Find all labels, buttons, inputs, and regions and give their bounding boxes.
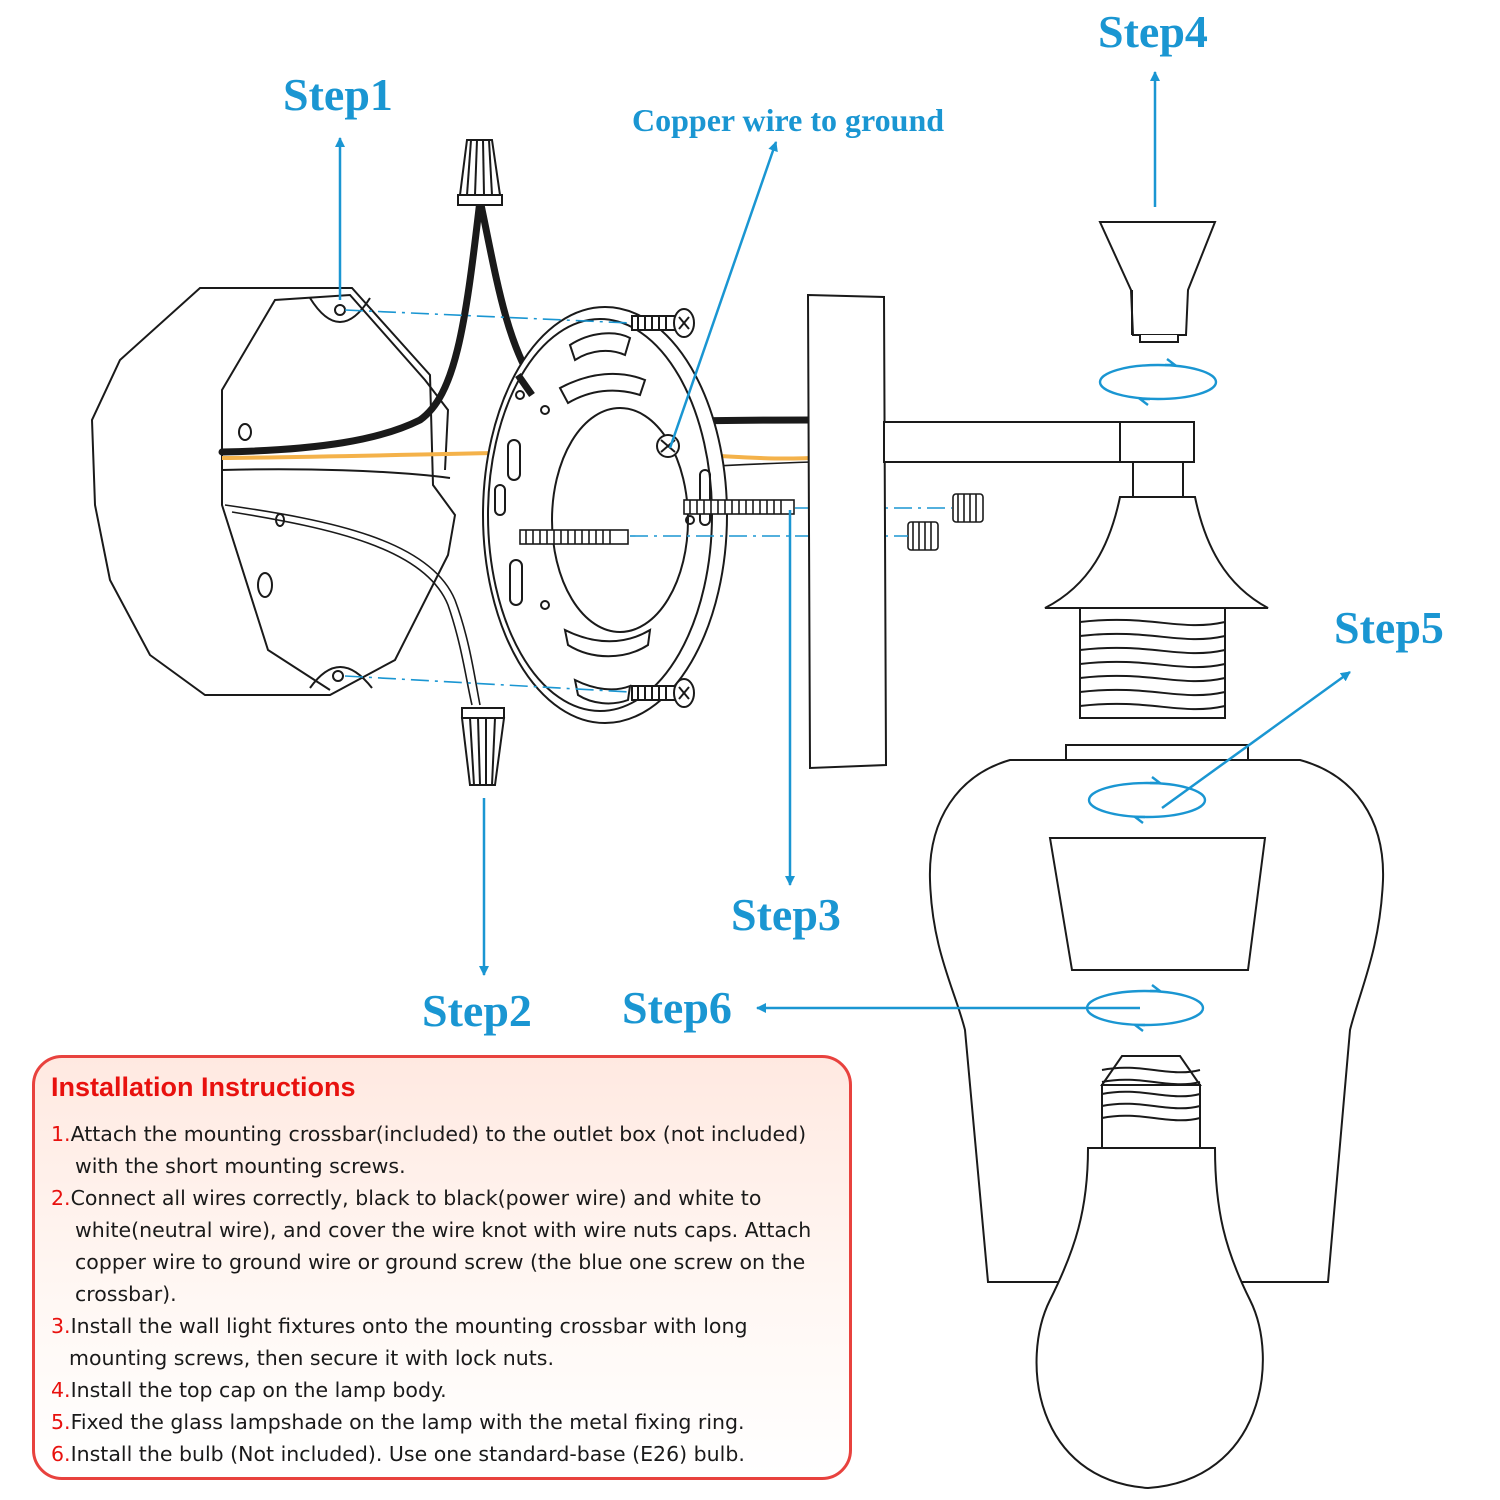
long-screw-lower (519, 529, 629, 545)
instruction-item: 4.Install the top cap on the lamp body. (51, 1374, 851, 1406)
lamp-arm (883, 421, 1195, 498)
long-screw-upper (683, 499, 795, 515)
instruction-number: 3. (51, 1314, 71, 1338)
lock-nut-upper (952, 493, 984, 523)
mounting-crossbar (482, 306, 728, 724)
rotate-indicator-mid (1087, 776, 1207, 824)
instruction-text: crossbar). (75, 1282, 177, 1306)
light-bulb (1035, 1055, 1264, 1490)
instruction-item: 2.Connect all wires correctly, black to … (51, 1182, 851, 1310)
instruction-number: 1. (51, 1122, 71, 1146)
lock-nut-lower (907, 521, 939, 551)
step-arrows (335, 71, 1351, 1013)
step2-label: Step2 (422, 985, 532, 1036)
instruction-text: copper wire to ground wire or ground scr… (75, 1250, 806, 1274)
instruction-item: 1.Attach the mounting crossbar(included)… (51, 1118, 851, 1182)
step6-label: Step6 (622, 982, 732, 1033)
instructions-list: 1.Attach the mounting crossbar(included)… (51, 1118, 851, 1470)
short-screw-top (631, 308, 695, 338)
copper-wire-label: Copper wire to ground (632, 102, 945, 138)
outlet-box (90, 287, 457, 696)
step1-label: Step1 (283, 69, 393, 120)
step5-arrow (1161, 670, 1351, 810)
panel-title: Installation Instructions (51, 1072, 356, 1102)
instruction-number: 6. (51, 1442, 71, 1466)
instruction-text: with the short mounting screws. (75, 1154, 406, 1178)
step4-label: Step4 (1098, 6, 1208, 57)
instruction-item: 5.Fixed the glass lampshade on the lamp … (51, 1406, 851, 1438)
short-screw-bottom (631, 678, 695, 708)
step5-label: Step5 (1334, 602, 1444, 653)
instruction-text: Install the top cap on the lamp body. (70, 1378, 447, 1402)
step3-label: Step3 (731, 889, 841, 940)
rotate-indicator-top (1098, 358, 1218, 406)
wire-nut-bottom (460, 707, 506, 786)
instruction-number: 5. (51, 1410, 71, 1434)
wall-plate (806, 293, 888, 770)
glass-shade (928, 744, 1385, 1283)
instruction-text: Install the wall light fixtures onto the… (70, 1314, 748, 1338)
lamp-socket (1044, 496, 1269, 719)
instructions-panel: Installation Instructions 1.Attach the m… (32, 1055, 852, 1480)
ground-screw (656, 434, 680, 458)
instruction-item: 6.Install the bulb (Not included). Use o… (51, 1438, 851, 1470)
instruction-text: Connect all wires correctly, black to bl… (70, 1186, 762, 1210)
instruction-text: Install the bulb (Not included). Use one… (70, 1442, 745, 1466)
wire-nut-top (457, 139, 503, 206)
instruction-text: Attach the mounting crossbar(included) t… (70, 1122, 807, 1146)
instruction-number: 2. (51, 1186, 71, 1210)
copper-arrow (668, 141, 778, 449)
instruction-item: 3.Install the wall light fixtures onto t… (51, 1310, 851, 1374)
instruction-text: white(neutral wire), and cover the wire … (75, 1218, 812, 1242)
top-cap (1098, 221, 1217, 343)
instruction-number: 4. (51, 1378, 71, 1402)
instruction-text: mounting screws, then secure it with loc… (69, 1346, 554, 1370)
instruction-text: Fixed the glass lampshade on the lamp wi… (70, 1410, 745, 1434)
